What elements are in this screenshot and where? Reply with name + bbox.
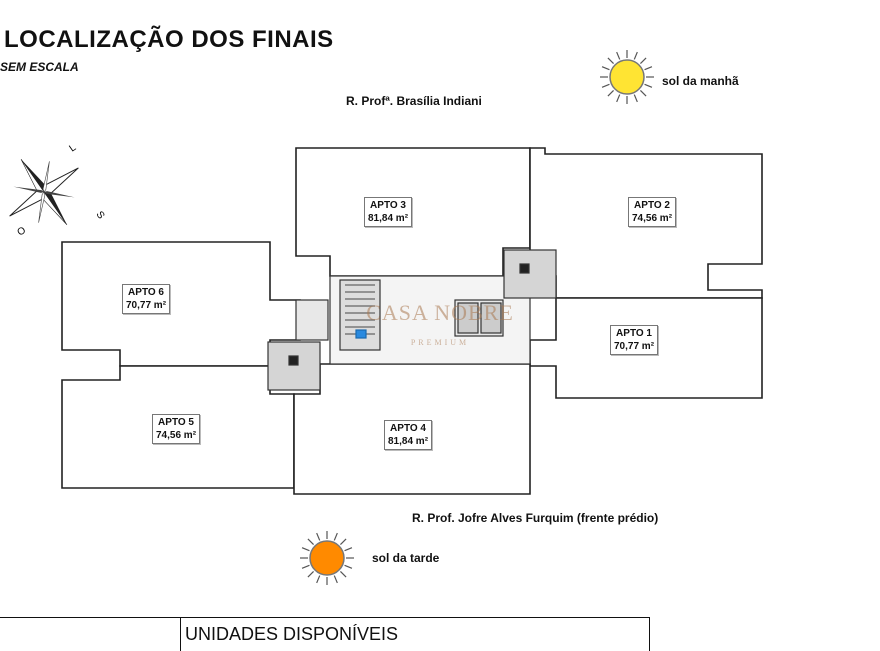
unit-label-apto-6: APTO 6 70,77 m² [122, 284, 171, 314]
apartment-6-outline [61, 241, 301, 367]
unit-name: APTO 2 [634, 200, 670, 211]
compass-letter-l: L [67, 142, 78, 154]
unit-name: APTO 5 [158, 417, 194, 428]
unit-label-apto-4: APTO 4 81,84 m² [384, 420, 433, 450]
street-label-bottom: R. Prof. Jofre Alves Furquim (frente pré… [412, 511, 659, 525]
compass-letter-o: O [15, 225, 28, 239]
unit-area: 74,56 m² [632, 213, 673, 224]
sun-ray [333, 532, 338, 541]
units-table-header-cell: UNIDADES DISPONÍVEIS [180, 618, 650, 651]
sun-afternoon-label: sol da tarde [372, 551, 440, 565]
sun-ray [340, 571, 347, 578]
unit-name: APTO 6 [128, 287, 164, 298]
units-table-header: UNIDADES DISPONÍVEIS [185, 624, 399, 644]
unit-area: 81,84 m² [368, 213, 409, 224]
unit-name: APTO 1 [616, 328, 652, 339]
sun-ray [333, 575, 338, 584]
sun-ray [601, 66, 610, 71]
apartment-3-outline [295, 147, 531, 277]
sun-ray [640, 90, 647, 97]
sun-ray [640, 57, 647, 64]
sun-ray [616, 94, 621, 103]
watermark-sub: PREMIUM [410, 338, 470, 347]
building-core [267, 249, 557, 391]
sun-afternoon-icon [300, 531, 354, 585]
sun-ray [316, 532, 321, 541]
unit-area: 70,77 m² [126, 300, 167, 311]
unit-label-apto-1: APTO 1 70,77 m² [610, 325, 659, 355]
sun-ray [344, 564, 353, 569]
unit-area: 81,84 m² [388, 436, 429, 447]
unit-label-apto-2: APTO 2 74,56 m² [628, 197, 677, 227]
sun-ray [307, 571, 314, 578]
sun-ray [633, 94, 638, 103]
unit-area: 70,77 m² [614, 341, 655, 352]
sun-ray [601, 83, 610, 88]
watermark-logo: CASA NOBRE [366, 300, 514, 325]
sun-ray [344, 547, 353, 552]
sun-morning-disc [609, 59, 645, 95]
sun-morning-label: sol da manhã [662, 74, 739, 88]
units-table: UNIDADES DISPONÍVEIS [0, 617, 650, 651]
page-title: LOCALIZAÇÃO DOS FINAIS [4, 26, 334, 53]
sun-ray [340, 538, 347, 545]
sun-ray [616, 51, 621, 60]
unit-name: APTO 3 [370, 200, 406, 211]
sun-ray [301, 547, 310, 552]
sun-ray [301, 564, 310, 569]
compass-rose-icon [9, 159, 79, 225]
sun-afternoon-disc [309, 540, 345, 576]
compass-letter-s: S [94, 209, 107, 221]
sun-ray [307, 538, 314, 545]
sun-ray [644, 66, 653, 71]
sun-ray [607, 90, 614, 97]
sun-ray [607, 57, 614, 64]
sun-morning-icon [600, 50, 654, 104]
unit-label-apto-3: APTO 3 81,84 m² [364, 197, 413, 227]
street-label-top: R. Profª. Brasília Indiani [346, 94, 482, 108]
unit-name: APTO 4 [390, 423, 426, 434]
unit-label-apto-5: APTO 5 74,56 m² [152, 414, 201, 444]
sun-ray [644, 83, 653, 88]
sun-ray [316, 575, 321, 584]
unit-area: 74,56 m² [156, 430, 197, 441]
sun-ray [633, 51, 638, 60]
scale-note: SEM ESCALA [0, 60, 79, 74]
